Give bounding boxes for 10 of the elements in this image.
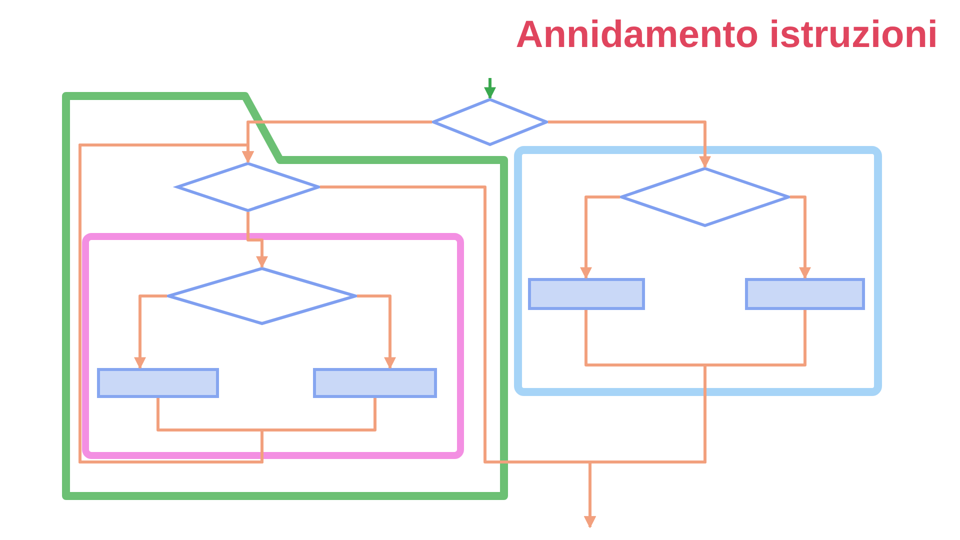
arrow bbox=[548, 120, 711, 168]
arrow bbox=[78, 144, 376, 464]
arrow bbox=[134, 294, 167, 370]
arrow bbox=[580, 196, 620, 280]
diagram-title: Annidamento istruzioni bbox=[516, 14, 938, 57]
arrow bbox=[246, 212, 268, 268]
arrow bbox=[790, 196, 811, 280]
arrow bbox=[484, 78, 496, 100]
arrow bbox=[357, 294, 396, 370]
arrow bbox=[584, 310, 806, 528]
